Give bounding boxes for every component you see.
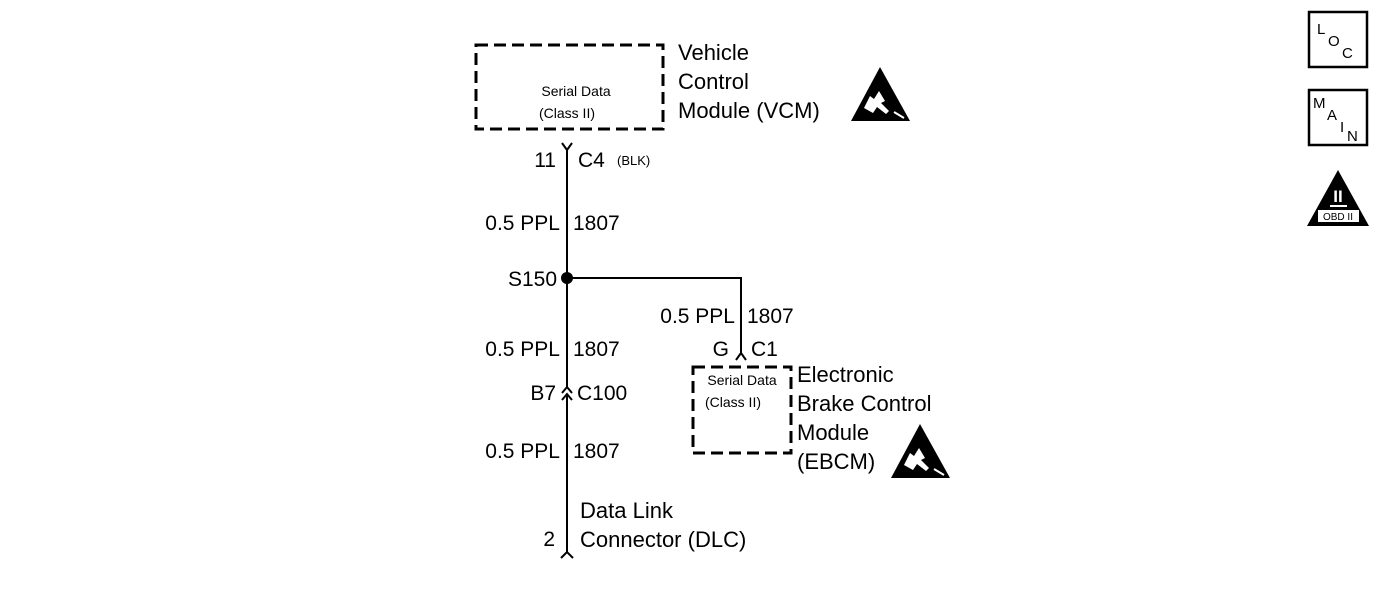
vcm-name-line2: Control <box>678 69 749 94</box>
loc-nav-button[interactable]: L O C <box>1307 10 1369 69</box>
ebcm-serial-data-label: Serial Data <box>707 372 776 388</box>
ebcm-name-line3: Module <box>797 420 869 445</box>
c100-pin: B7 <box>530 382 556 405</box>
main-letter-m: M <box>1313 95 1326 112</box>
main-letter-a: A <box>1327 107 1337 124</box>
ebcm-name-line2: Brake Control <box>797 391 932 416</box>
dlc-name-line1: Data Link <box>580 498 674 523</box>
ebcm-connector-name: C1 <box>751 338 778 361</box>
loc-letter-o: O <box>1328 33 1340 50</box>
c100-name: C100 <box>577 382 627 405</box>
vcm-connector-symbol <box>561 142 573 152</box>
dlc-name-line2: Connector (DLC) <box>580 527 746 552</box>
esd-sensitive-icon <box>891 424 950 478</box>
vcm-serial-data-label: Serial Data <box>541 83 610 99</box>
wire4-gauge-color: 0.5 PPL <box>485 440 560 463</box>
vcm-connector-color: (BLK) <box>617 153 650 168</box>
vcm-class-label: (Class II) <box>539 105 595 121</box>
vcm-connector-name: C4 <box>578 149 605 172</box>
ebcm-pin: G <box>713 338 729 361</box>
vcm-module-box <box>474 43 665 131</box>
wire2-circuit: 1807 <box>747 305 794 328</box>
wire2-gauge-color: 0.5 PPL <box>660 305 735 328</box>
splice-label: S150 <box>508 268 557 291</box>
dlc-pin: 2 <box>543 528 555 551</box>
wire1-gauge-color: 0.5 PPL <box>485 212 560 235</box>
loc-letter-l: L <box>1317 21 1325 38</box>
ebcm-module-box <box>691 365 793 455</box>
dlc-connector-symbol <box>560 550 574 559</box>
ebcm-name-line4: (EBCM) <box>797 449 875 474</box>
main-nav-button[interactable]: M A I N <box>1307 88 1369 147</box>
obd-ii-icon[interactable]: II OBD II <box>1307 170 1369 226</box>
vcm-pin-number: 11 <box>534 149 556 172</box>
main-letter-n: N <box>1347 128 1358 145</box>
ebcm-connector-symbol <box>735 351 747 361</box>
vcm-name-line3: Module (VCM) <box>678 98 820 123</box>
obd-symbol: II <box>1333 187 1342 206</box>
wire-splice-to-ebcm <box>567 277 742 353</box>
wire4-circuit: 1807 <box>573 440 620 463</box>
obd-label: OBD II <box>1323 212 1353 223</box>
main-letter-i: I <box>1340 119 1344 136</box>
esd-sensitive-icon <box>851 67 910 121</box>
ebcm-class-label: (Class II) <box>705 394 761 410</box>
wire1-circuit: 1807 <box>573 212 620 235</box>
ebcm-name-line1: Electronic <box>797 362 894 387</box>
vcm-name-line1: Vehicle <box>678 40 749 65</box>
wire3-circuit: 1807 <box>573 338 620 361</box>
wire3-gauge-color: 0.5 PPL <box>485 338 560 361</box>
loc-letter-c: C <box>1342 45 1353 62</box>
